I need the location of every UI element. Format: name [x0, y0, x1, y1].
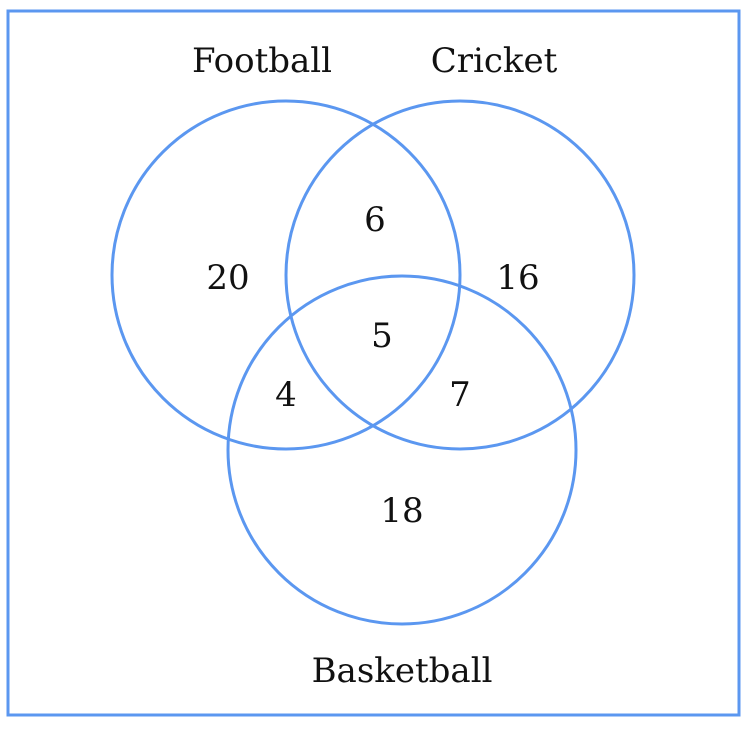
basketball-only-value: 18: [380, 491, 423, 531]
cricket-circle: [284, 99, 636, 451]
all-three-value: 5: [371, 316, 393, 356]
cricket-label: Cricket: [431, 41, 558, 81]
football-label: Football: [192, 41, 332, 81]
cricket-only-value: 16: [496, 258, 539, 298]
basketball-circle: [226, 274, 578, 626]
universe-frame: [6, 9, 741, 717]
basketball-label: Basketball: [312, 651, 493, 691]
football-basketball-value: 4: [275, 375, 297, 415]
football-cricket-value: 6: [364, 200, 386, 240]
football-circle: [110, 99, 462, 451]
cricket-basketball-value: 7: [449, 375, 471, 415]
football-only-value: 20: [206, 258, 249, 298]
